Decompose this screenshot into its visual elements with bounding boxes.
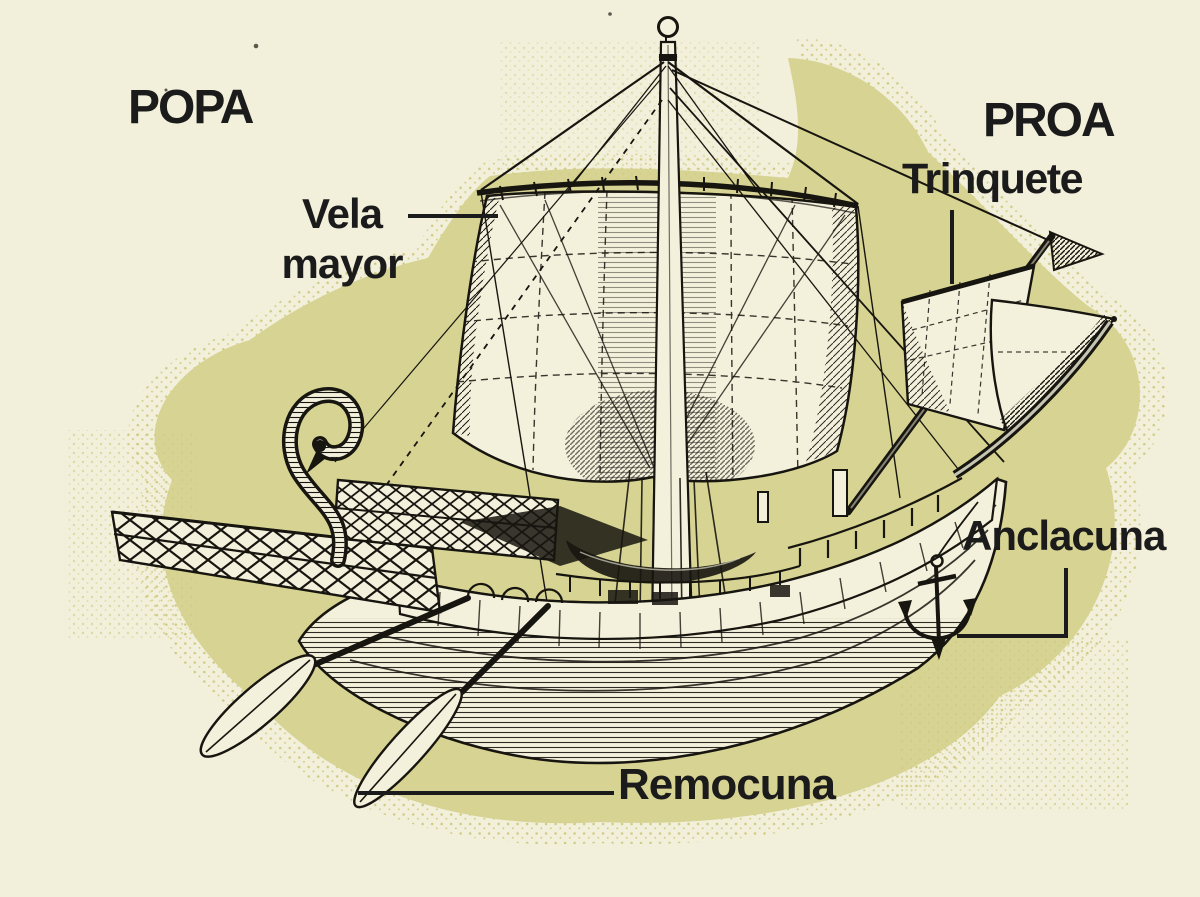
speckle-patch	[500, 40, 760, 180]
deck-railing	[555, 469, 963, 599]
steering-oars	[199, 595, 551, 809]
swan-neck-ornament	[281, 387, 365, 568]
rigging	[334, 61, 1049, 621]
bulwark-band	[396, 476, 999, 641]
speckle-patch	[900, 640, 1130, 810]
forestay	[671, 69, 1049, 241]
label-remocuna: Remocuna	[618, 760, 836, 809]
label-popa: POPA	[128, 81, 254, 134]
backstay	[379, 99, 663, 495]
bow-stem-post	[952, 319, 1114, 479]
foremast-pennant	[1048, 230, 1105, 272]
deckhouse-arches	[466, 582, 564, 604]
label-vela-mayor: Vela mayor	[281, 190, 403, 287]
masthead-ball	[657, 16, 679, 38]
deck-shadow	[460, 506, 648, 566]
print-specks	[164, 12, 612, 92]
forestay	[667, 99, 963, 475]
backstay	[334, 79, 661, 463]
leader-lines	[358, 210, 1068, 795]
mast-foot-ropes	[613, 469, 727, 621]
stern-deckhouse	[332, 478, 648, 604]
anclacuna-leader-line	[957, 568, 1068, 638]
label-trinquete: Trinquete	[902, 155, 1084, 203]
label-proa: PROA	[983, 94, 1116, 147]
ships-boat	[566, 540, 756, 584]
label-anclacuna: Anclacuna	[962, 512, 1166, 559]
bow-stem-sail	[989, 298, 1117, 437]
sail-brail-lines	[499, 199, 846, 473]
bulwark-ports	[608, 585, 790, 605]
anchor-icon	[898, 501, 979, 660]
